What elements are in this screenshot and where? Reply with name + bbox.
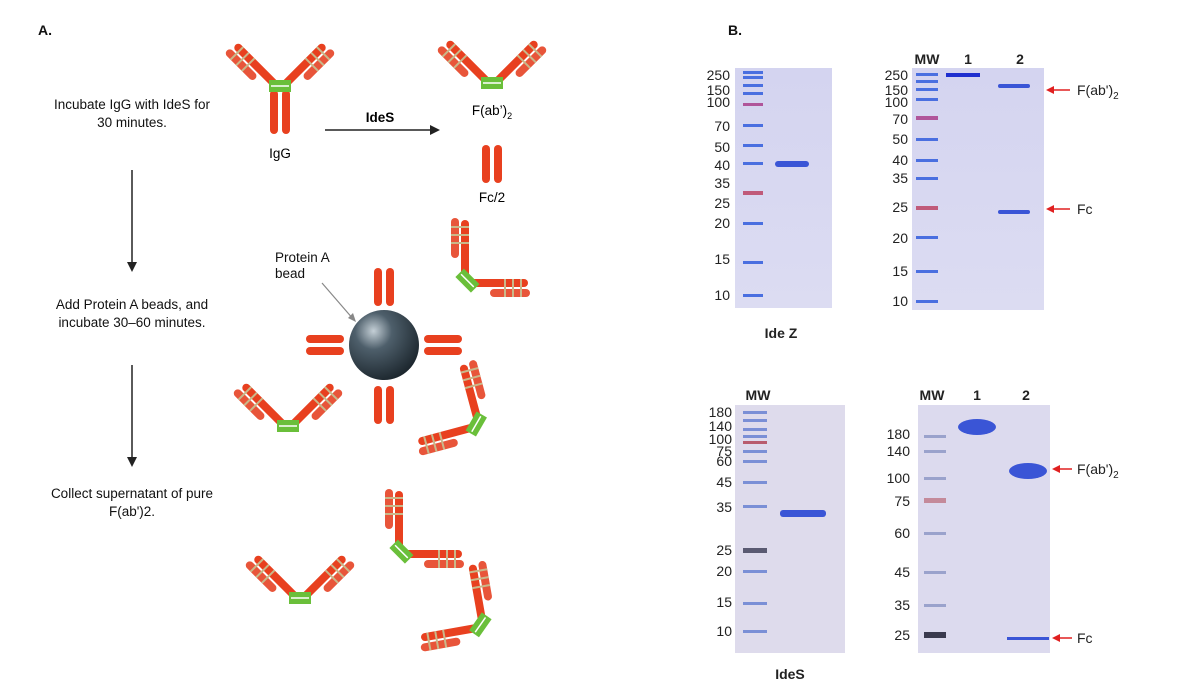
fab2-free-3 <box>408 351 514 479</box>
gel3-tick-2: 100 <box>709 431 733 447</box>
gel2-lane2-fc-band <box>998 210 1030 214</box>
gel-ide-z-digest: MW 1 2 250 150 100 70 50 40 35 25 20 15 … <box>885 51 1119 310</box>
gel1-tick-1: 150 <box>707 82 731 98</box>
fc-half-label: Fc/2 <box>479 190 505 205</box>
gel3-tick-8: 20 <box>716 563 732 579</box>
fc-fragment <box>482 145 502 183</box>
gel4-tick-0: 180 <box>887 426 911 442</box>
fab2-pure-3 <box>410 552 522 678</box>
svg-text:Fc: Fc <box>1077 201 1093 217</box>
gel4-tick-3: 75 <box>894 493 910 509</box>
flow-arrow-2 <box>127 365 137 467</box>
gel1-tick-8: 20 <box>714 215 730 231</box>
gel2-lane-2: 2 <box>1016 51 1024 67</box>
gel1-tick-2: 100 <box>707 94 731 110</box>
gel1-tick-10: 10 <box>714 287 730 303</box>
panel-a-diagram: IgG IdeS F(ab’)2 Fc/2 Protein A bead <box>127 36 549 678</box>
gel1-tick-7: 25 <box>714 195 730 211</box>
gel4-lane2-fab2-band <box>1009 463 1047 479</box>
gel1-tick-9: 15 <box>714 251 730 267</box>
panel-b-gels: 250 150 100 70 50 40 35 25 20 15 10 Ide … <box>707 51 1119 682</box>
gel4-fab2-arrow: F(ab')2 <box>1052 461 1119 481</box>
bound-fc-left <box>306 335 344 355</box>
gel-ides: MW 180 140 100 75 60 45 35 25 20 15 10 I… <box>709 387 845 682</box>
gel2-tick-3: 70 <box>892 111 908 127</box>
gel-ides-digest: MW 1 2 180 140 100 75 60 45 35 25 F(ab')… <box>887 387 1119 653</box>
gel2-fc-arrow: Fc <box>1046 201 1093 217</box>
gel2-lane1-igg-band <box>946 73 980 77</box>
step-2-text: Add Protein A beads, and incubate 30–60 … <box>55 297 209 330</box>
gel3-tick-9: 15 <box>716 594 732 610</box>
ides-arrow <box>325 125 440 135</box>
svg-text:F(ab')2: F(ab')2 <box>1077 82 1119 102</box>
gel2-lane2-fab2-band <box>998 84 1030 88</box>
bound-fc-right <box>424 335 462 355</box>
igg-label: IgG <box>269 146 291 161</box>
gel3-tick-5: 45 <box>716 474 732 490</box>
gel1-tick-0: 250 <box>707 67 731 83</box>
gel2-lane-mw: MW <box>915 51 941 67</box>
gel2-tick-4: 50 <box>892 131 908 147</box>
gel2-tick-9: 15 <box>892 263 908 279</box>
gel2-tick-2: 100 <box>885 94 909 110</box>
gel1-tick-6: 35 <box>714 175 730 191</box>
gel3-tick-6: 35 <box>716 499 732 515</box>
step-3-text: Collect supernatant of pure F(ab')2. <box>50 486 214 519</box>
gel4-lane-1: 1 <box>973 387 981 403</box>
ides-label: IdeS <box>366 110 395 125</box>
ides-band <box>780 510 826 517</box>
fab2-free-2 <box>231 379 345 437</box>
fab2-label: F(ab’)2 <box>472 103 512 121</box>
gel4-tick-7: 25 <box>894 627 910 643</box>
step-1-text: Incubate IgG with IdeS for 30 minutes. <box>53 97 211 130</box>
fab2-pure-1 <box>243 551 357 609</box>
gel3-tick-1: 140 <box>709 418 733 434</box>
flow-arrow-1 <box>127 170 137 272</box>
gel2-lane-1: 1 <box>964 51 972 67</box>
gel2-tick-6: 35 <box>892 170 908 186</box>
gel1-caption: Ide Z <box>765 325 798 341</box>
igg-antibody <box>223 39 337 136</box>
gel3-caption: IdeS <box>775 666 805 682</box>
protein-a-bead <box>349 310 419 380</box>
gel2-tick-8: 20 <box>892 230 908 246</box>
fab2-fragment <box>435 36 549 94</box>
panel-b-label: B. <box>728 22 742 38</box>
svg-text:Fc: Fc <box>1077 630 1093 646</box>
gel2-fab2-arrow: F(ab')2 <box>1046 82 1119 102</box>
gel3-tick-4: 60 <box>716 453 732 469</box>
gel2-tick-10: 10 <box>892 293 908 309</box>
gel2-tick-5: 40 <box>892 152 908 168</box>
gel2-tick-0: 250 <box>885 67 909 83</box>
gel1-tick-3: 70 <box>714 118 730 134</box>
gel2-tick-1: 150 <box>885 82 909 98</box>
ide-z-band <box>775 161 809 167</box>
gel4-tick-5: 45 <box>894 564 910 580</box>
gel3-tick-7: 25 <box>716 542 732 558</box>
gel4-lane2-fc-band <box>1007 637 1049 640</box>
gel4-tick-1: 140 <box>887 443 911 459</box>
gel3-tick-3: 75 <box>716 443 732 459</box>
gel3-tick-0: 180 <box>709 404 733 420</box>
fab2-pure-2 <box>354 479 474 599</box>
gel4-lane1-igg-band <box>958 419 996 435</box>
bead-label: Protein A bead <box>275 250 330 281</box>
gel4-lane-mw: MW <box>920 387 946 403</box>
panel-a-label: A. <box>38 22 52 38</box>
gel2-tick-7: 25 <box>892 199 908 215</box>
bound-fc-bottom <box>374 386 394 424</box>
gel1-tick-4: 50 <box>714 139 730 155</box>
gel1-tick-5: 40 <box>714 157 730 173</box>
gel-ide-z: 250 150 100 70 50 40 35 25 20 15 10 Ide … <box>707 67 832 341</box>
fab2-free-1 <box>420 208 540 328</box>
gel4-tick-4: 60 <box>894 525 910 541</box>
gel3-tick-10: 10 <box>716 623 732 639</box>
gel4-tick-6: 35 <box>894 597 910 613</box>
gel3-lane-mw: MW <box>746 387 772 403</box>
gel4-lane-2: 2 <box>1022 387 1030 403</box>
gel4-tick-2: 100 <box>887 470 911 486</box>
bound-fc-top <box>374 268 394 306</box>
svg-text:F(ab')2: F(ab')2 <box>1077 461 1119 481</box>
gel4-fc-arrow: Fc <box>1052 630 1093 646</box>
